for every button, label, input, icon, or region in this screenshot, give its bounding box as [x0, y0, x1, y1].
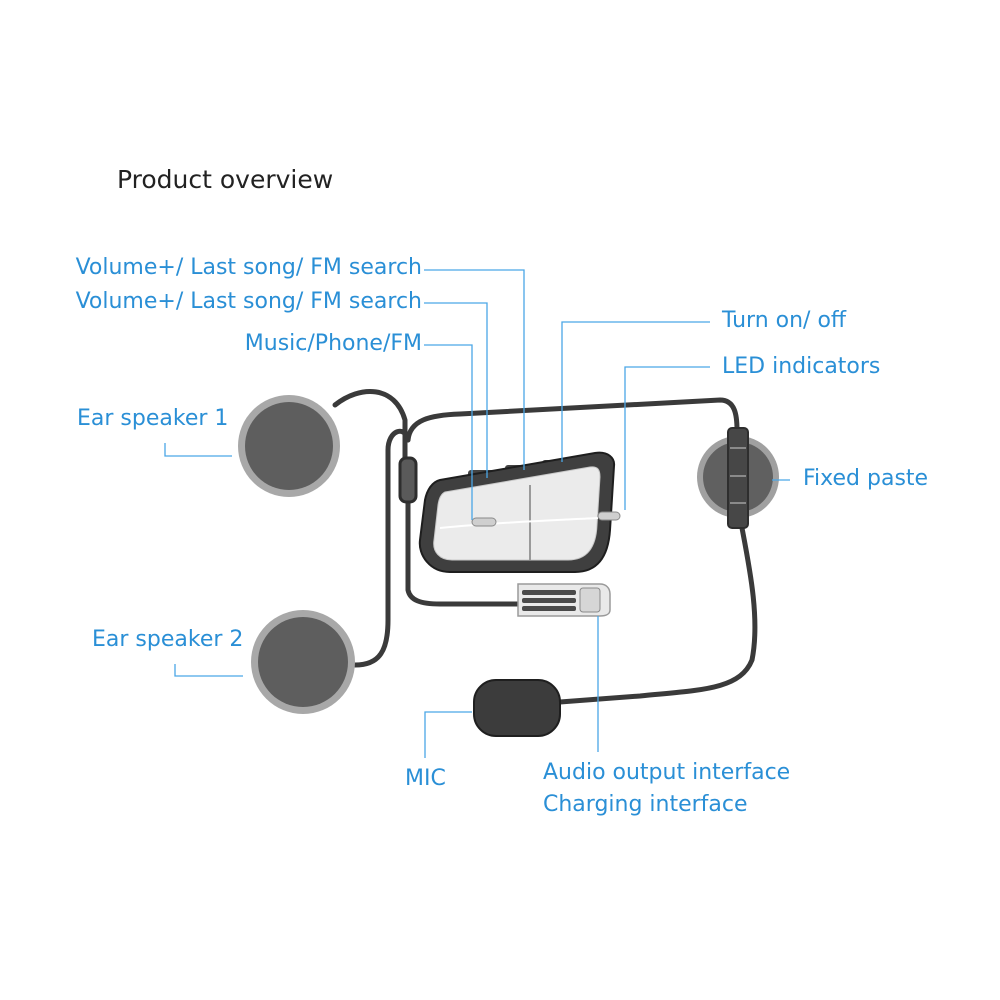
leader-music: [424, 344, 473, 520]
leader-ear-speaker-1: [164, 443, 232, 457]
page-title: Product overview: [117, 165, 334, 194]
cables: [332, 389, 758, 705]
label-mic: MIC: [405, 766, 446, 791]
label-ear-speaker-1: Ear speaker 1: [77, 406, 229, 431]
cable-connector: [398, 456, 418, 504]
label-volume-plus-2: Volume+/ Last song/ FM search: [75, 289, 422, 314]
ear-speaker-1-cable: [332, 389, 408, 463]
leader-ear-speaker-2: [174, 664, 243, 677]
headset-unit: [418, 451, 621, 617]
ear-speaker-1: [238, 395, 340, 497]
leader-volume-1: [424, 269, 525, 470]
label-audio-output-interface: Audio output interface: [543, 760, 791, 785]
ear-speaker-2: [251, 610, 355, 714]
leader-lines: [164, 269, 790, 758]
leader-mic: [424, 711, 472, 758]
mic-foam: [473, 679, 561, 737]
label-ear-speaker-2: Ear speaker 2: [92, 627, 244, 652]
label-turn-on-off: Turn on/ off: [722, 308, 847, 333]
mic-boom-cable: [557, 525, 758, 705]
leader-volume-2: [424, 302, 488, 478]
leader-led: [624, 366, 710, 510]
main-loop-cable: [405, 497, 543, 607]
label-charging-interface: Charging interface: [543, 792, 748, 817]
label-fixed-paste: Fixed paste: [803, 466, 929, 491]
music-button: [471, 517, 497, 527]
led-indicator: [597, 511, 621, 521]
leader-turn-on-off: [561, 321, 710, 462]
label-led-indicators: LED indicators: [722, 354, 881, 379]
label-volume-plus-1: Volume+/ Last song/ FM search: [75, 255, 422, 280]
label-music-phone-fm: Music/Phone/FM: [244, 331, 422, 356]
top-loop-cable: [405, 397, 740, 443]
ear-speaker-2-cable: [352, 428, 411, 668]
fixed-paste-disc: [697, 427, 779, 529]
